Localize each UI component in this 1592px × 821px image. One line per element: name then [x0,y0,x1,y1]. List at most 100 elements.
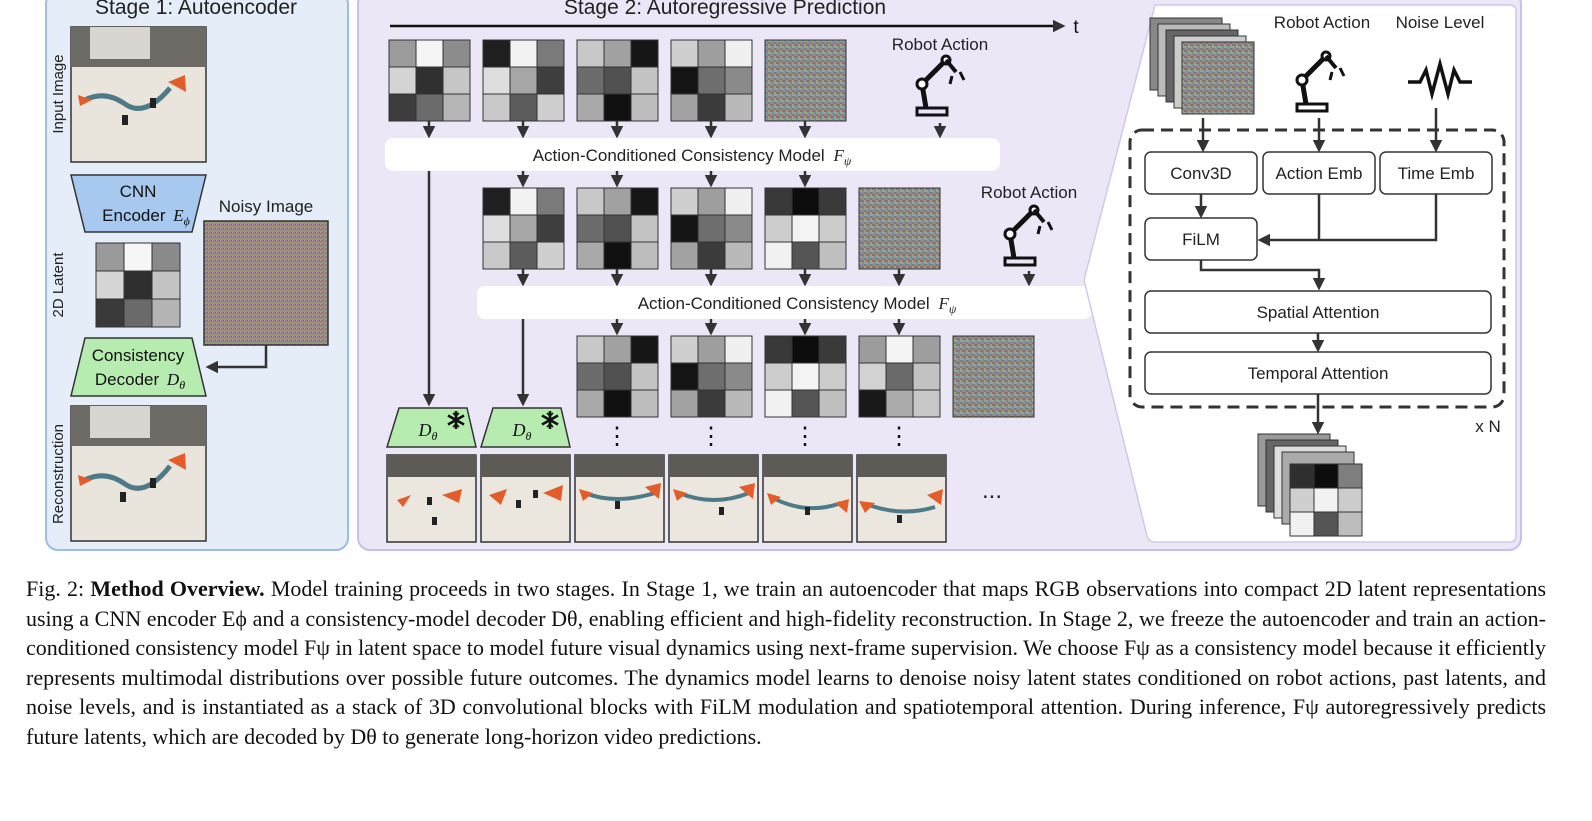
latent-frame [576,335,659,418]
svg-text:Dθ: Dθ [512,420,532,443]
latent-frame [576,39,659,122]
latent-row-2 [482,187,941,270]
encoder-line2: Encoder [102,206,166,225]
svg-text:Dθ: Dθ [418,420,438,443]
reconstruction-image [70,405,207,542]
svg-text:Action-Conditioned Consistency: Action-Conditioned Consistency Model Fψ [533,146,852,168]
video-frame [668,454,759,543]
latent-frame [764,187,847,270]
cnn-encoder: CNN Encoder Eϕ [70,174,207,233]
noisy-image [203,220,329,346]
model-symbol: F [832,146,844,165]
stage1-title: Stage 1: Autoencoder [95,0,297,19]
model-symbol: F [937,294,949,313]
repeat-block [1128,128,1506,409]
stacked-latents-output [1257,433,1363,537]
noisy-latent [952,335,1035,418]
spatial-attention-label: Spatial Attention [1257,303,1380,322]
predicted-frames [386,454,947,543]
stage2-title: Stage 2: Autoregressive Prediction [564,0,886,19]
model-label: Action-Conditioned Consistency Model [638,294,930,313]
latent-label: 2D Latent [50,252,67,318]
conv3d-label: Conv3D [1170,164,1231,183]
frozen-decoder-1: Dθ [385,407,477,448]
temporal-attention-block: Temporal Attention [1144,351,1492,395]
frozen-decoder-2: Dθ [479,407,571,448]
model-subscript: ψ [949,302,957,316]
latent-2d [95,242,181,328]
repeat-count: x N [1475,417,1501,436]
video-frame [480,454,571,543]
noisy-image-label: Noisy Image [219,197,313,216]
conv3d-block: Conv3D [1144,151,1258,195]
consistency-model-1: Action-Conditioned Consistency Model Fψ [385,138,1000,171]
robot-action-label-1: Robot Action [892,35,988,54]
temporal-attention-label: Temporal Attention [1248,364,1389,383]
decoder-line2: Decoder [95,370,160,389]
decoder-subscript: θ [432,429,438,443]
video-frame [386,454,477,543]
arrows-model2 [516,319,906,407]
consistency-decoder: Consistency Decoder Dθ [70,337,207,397]
action-emb-block: Action Emb [1262,151,1376,195]
video-frame [856,454,947,543]
input-image-label: Input Image [50,54,67,133]
latent-row-1 [388,39,847,122]
reconstruction-label: Reconstruction [50,424,67,524]
video-frame [574,454,665,543]
svg-text:Encoder Eϕ: Encoder Eϕ [102,206,190,228]
caption-label: Fig. 2: [26,576,85,601]
time-emb-block: Time Emb [1379,151,1493,195]
noisy-latent [858,187,941,270]
caption-line: autoregressively predicts future latents… [26,694,1547,749]
caption-line: reconstruction. In Stage 2, we freeze th… [26,605,1547,661]
video-frame [762,454,853,543]
method-overview-figure: Stage 1: Autoencoder Input Image CNN Enc… [45,0,1522,551]
decoder-symbol: D [512,420,526,440]
caption-line: Model training proceeds in two stages. I… [270,576,1198,601]
time-emb-label: Time Emb [1398,164,1475,183]
caption-line: levels, and is instantiated as a stack o… [79,694,1319,719]
noisy-latent [764,39,847,122]
film-block: FiLM [1144,217,1258,261]
latent-frame [482,39,565,122]
svg-text:Decoder Dθ: Decoder Dθ [95,370,185,392]
encoder-symbol: E [172,206,184,225]
latent-frame [388,39,471,122]
caption-bold: Method Overview. [90,576,265,601]
stage1-panel: Stage 1: Autoencoder Input Image CNN Enc… [45,0,349,551]
vdots: ⋮ [887,423,911,450]
arrows-row1 [422,121,947,139]
encoder-subscript: ϕ [184,214,190,228]
action-emb-label: Action Emb [1276,164,1363,183]
caption-line: visual dynamics using next-frame supervi… [26,635,1547,690]
waveform-icon [1408,57,1472,101]
encoder-line1: CNN [120,182,157,201]
latent-frame [670,39,753,122]
latent-frame [764,335,847,418]
latent-frame [576,187,659,270]
caption-line: into compact 2D latent representations u… [26,576,1547,631]
decoder-symbol: D [166,370,180,389]
latent-row-3 [576,335,1035,418]
model-subscript: ψ [844,154,852,168]
stacked-latents-input [1149,17,1255,115]
svg-text:Action-Conditioned Consistency: Action-Conditioned Consistency Model Fψ [638,294,957,316]
decoder-subscript: θ [179,378,185,392]
latent-frame [482,187,565,270]
vdots: ⋮ [793,423,817,450]
model-label: Action-Conditioned Consistency Model [533,146,825,165]
decoder-symbol: D [418,420,432,440]
film-label: FiLM [1182,230,1220,249]
arch-robot-action-label: Robot Action [1274,13,1370,32]
spatial-attention-block: Spatial Attention [1144,290,1492,334]
vdots: ⋮ [699,423,723,450]
decoder-line1: Consistency [92,346,185,365]
consistency-model-2: Action-Conditioned Consistency Model Fψ [477,286,1092,319]
latent-frame [858,335,941,418]
arrows-row2 [516,269,1036,287]
time-axis-label: t [1073,17,1079,38]
architecture-panel: Robot Action Noise Level x N Conv3D Acti… [1083,4,1517,543]
caption-line: over possible future outcomes. The dynam… [26,664,1547,720]
input-image [70,26,207,163]
